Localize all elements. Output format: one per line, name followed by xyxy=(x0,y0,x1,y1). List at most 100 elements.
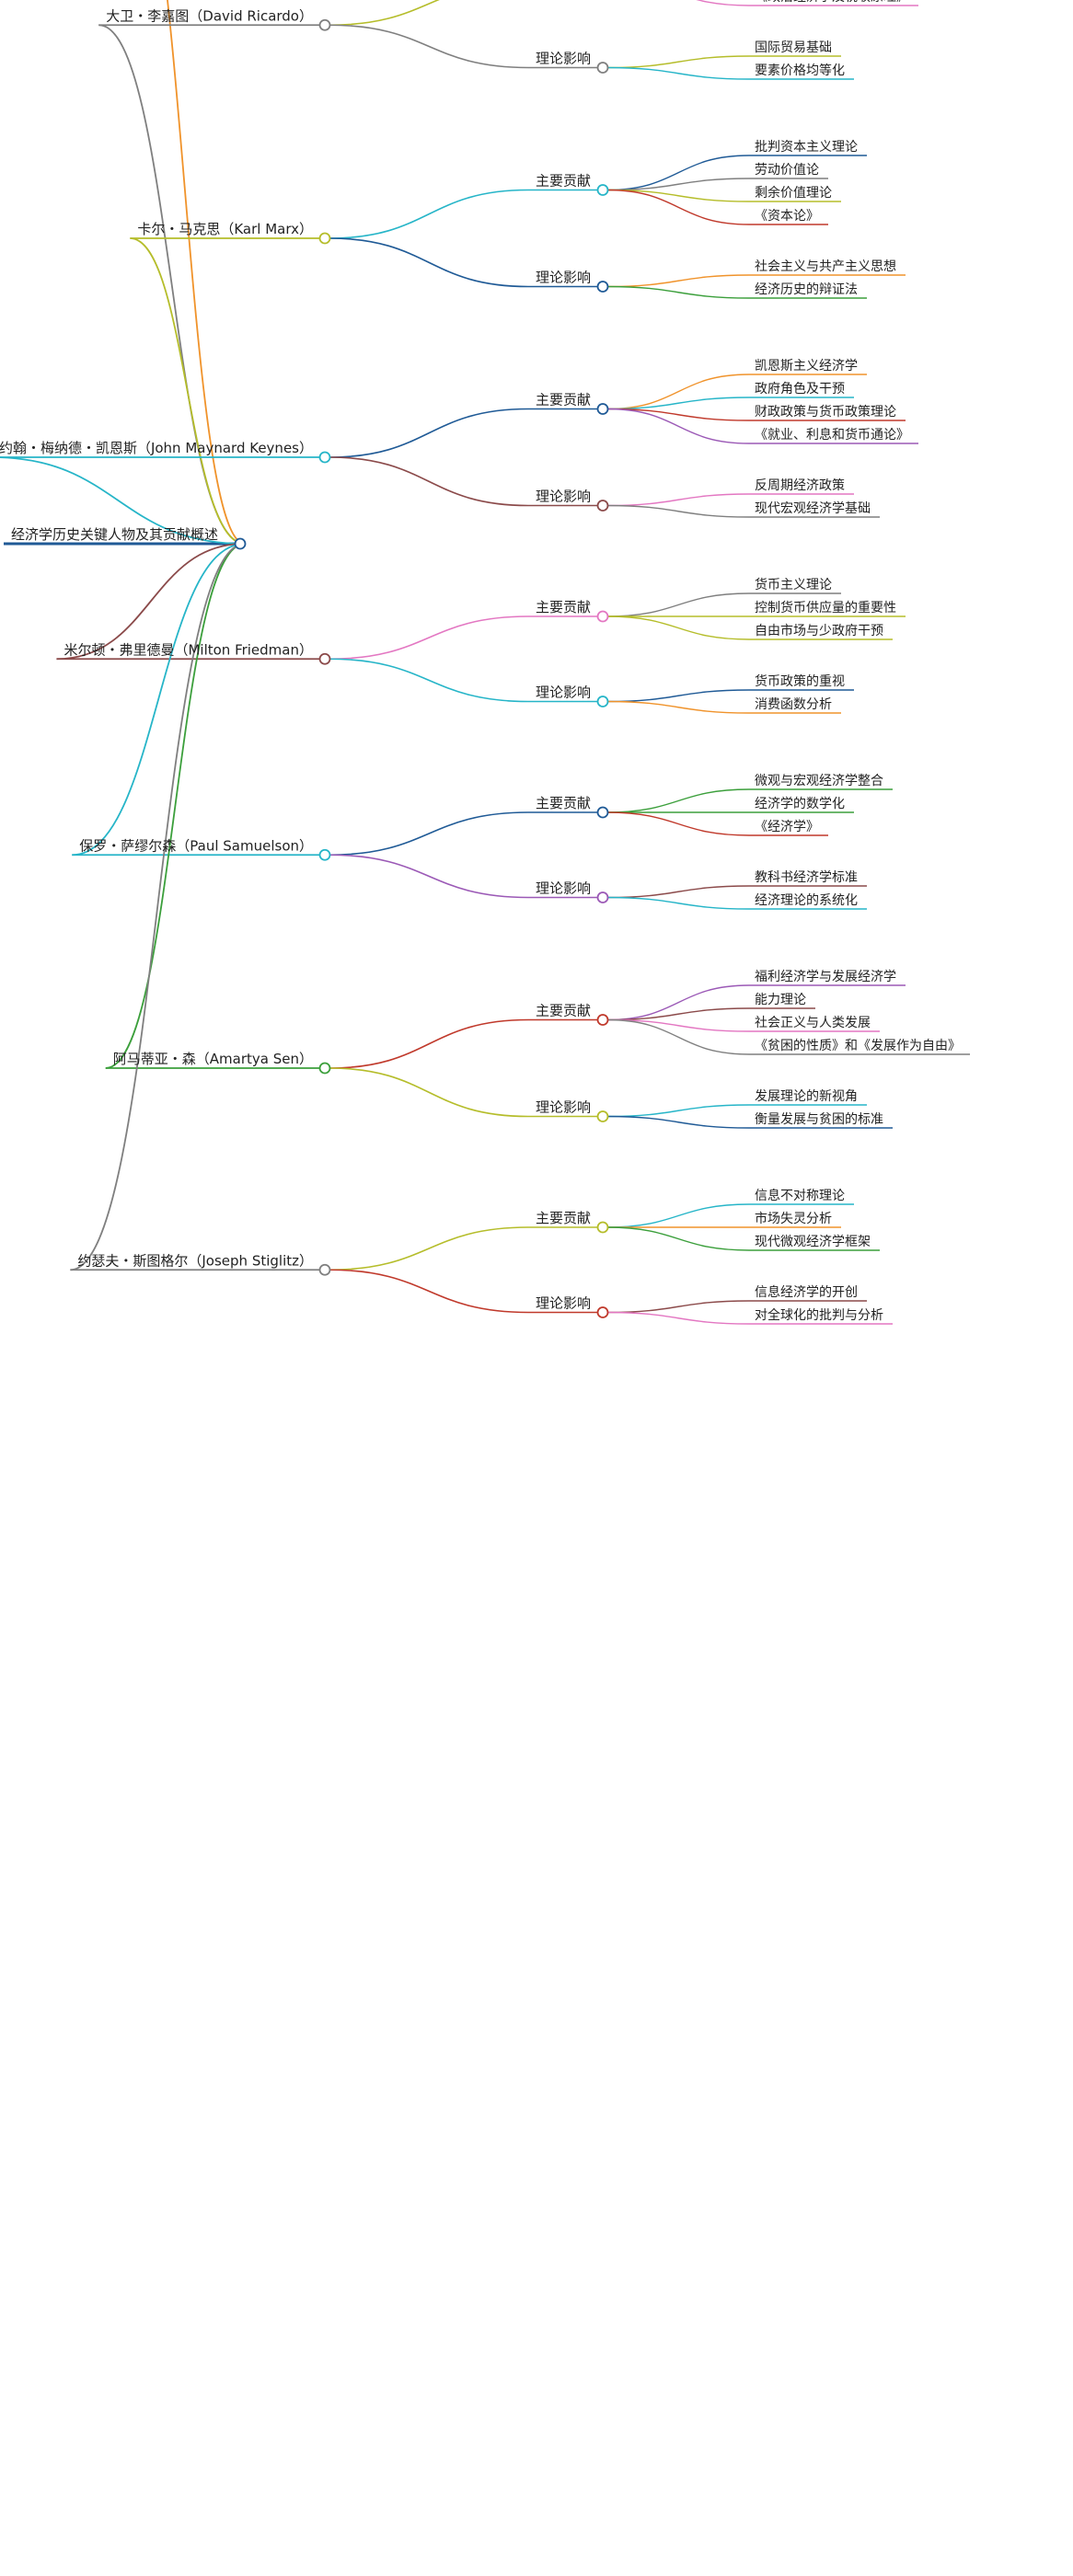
root-to-economist-edge xyxy=(0,456,246,545)
category-node-dot[interactable] xyxy=(596,891,609,903)
category-to-item-edge xyxy=(606,592,750,617)
category-to-item-edge xyxy=(606,788,750,813)
category-to-item-edge xyxy=(606,155,750,191)
category-node-dot[interactable] xyxy=(596,184,609,196)
economist-to-category-edge xyxy=(329,237,528,288)
category-to-item-edge xyxy=(606,504,750,518)
category-to-item-edge xyxy=(606,408,750,421)
root-to-economist-edge xyxy=(56,543,246,661)
contribution-item: 《经济学》 xyxy=(755,820,819,834)
category-label: 理论影响 xyxy=(536,1099,591,1116)
category-to-item-edge xyxy=(606,1203,750,1228)
category-to-item-edge xyxy=(606,1311,750,1325)
root-to-economist-edge xyxy=(70,543,246,1271)
contribution-item: 经济历史的辩证法 xyxy=(755,282,858,297)
category-to-item-edge xyxy=(606,885,750,899)
category-to-item-edge xyxy=(606,984,750,1021)
contribution-item: 货币政策的重视 xyxy=(755,673,845,689)
category-to-item-edge xyxy=(606,189,750,225)
economist-to-category-edge xyxy=(329,1226,528,1271)
contribution-item: 福利经济学与发展经济学 xyxy=(755,970,896,984)
economist-to-category-edge xyxy=(329,854,528,899)
contribution-item: 货币主义理论 xyxy=(755,577,832,592)
economist-node-dot[interactable] xyxy=(318,1263,331,1276)
root-node-dot[interactable] xyxy=(234,537,247,550)
contribution-item: 《就业、利息和货币通论》 xyxy=(755,427,909,443)
contribution-item: 经济学的数学化 xyxy=(755,797,845,811)
category-node-dot[interactable] xyxy=(596,62,609,74)
economist-node-dot[interactable] xyxy=(318,18,331,31)
contribution-item: 衡量发展与贫困的标准 xyxy=(755,1112,883,1127)
contribution-item: 《贫困的性质》和《发展作为自由》 xyxy=(755,1039,961,1053)
root-to-economist-edge xyxy=(98,24,246,545)
economist-to-category-edge xyxy=(329,24,528,69)
contribution-item: 《政治经济学及税收原理》 xyxy=(755,0,909,5)
contribution-item: 国际贸易基础 xyxy=(755,40,832,55)
contribution-item: 政府角色及干预 xyxy=(755,381,845,397)
economist-name: 约瑟夫・斯图格尔（Joseph Stiglitz） xyxy=(77,1252,313,1269)
category-node-dot[interactable] xyxy=(596,1014,609,1026)
category-to-item-edge xyxy=(606,1007,750,1021)
economist-node-dot[interactable] xyxy=(318,848,331,861)
category-to-item-edge xyxy=(606,1018,750,1032)
category-label: 主要贡献 xyxy=(536,1210,591,1226)
mind-map-edges xyxy=(0,0,970,1325)
contribution-item: 要素价格均等化 xyxy=(755,63,845,78)
economist-to-category-edge xyxy=(329,811,528,857)
economist-to-category-edge xyxy=(329,615,528,661)
economist-to-category-edge xyxy=(329,456,528,507)
category-node-dot[interactable] xyxy=(596,1221,609,1234)
economist-node-dot[interactable] xyxy=(318,451,331,464)
category-node-dot[interactable] xyxy=(596,500,609,512)
category-to-item-edge xyxy=(606,408,750,444)
contribution-item: 社会正义与人类发展 xyxy=(755,1016,871,1030)
category-node-dot[interactable] xyxy=(596,806,609,819)
category-node-dot[interactable] xyxy=(596,696,609,707)
category-node-dot[interactable] xyxy=(596,281,609,293)
economist-node-dot[interactable] xyxy=(318,232,331,245)
category-label: 理论影响 xyxy=(536,1295,591,1312)
category-node-dot[interactable] xyxy=(596,610,609,623)
category-to-item-edge xyxy=(606,374,750,410)
category-label: 理论影响 xyxy=(536,489,591,505)
category-to-item-edge xyxy=(606,493,750,507)
economist-to-category-edge xyxy=(329,408,528,458)
category-to-item-edge xyxy=(606,1018,750,1055)
category-to-item-edge xyxy=(606,189,750,202)
economist-name: 阿马蒂亚・森（Amartya Sen） xyxy=(113,1051,313,1067)
root-to-economist-edge xyxy=(72,543,246,857)
category-label: 理论影响 xyxy=(536,270,591,286)
economist-to-category-edge xyxy=(329,189,528,239)
contribution-item: 教科书经济学标准 xyxy=(755,870,858,885)
category-to-item-edge xyxy=(606,615,750,640)
root-to-economist-edge xyxy=(105,543,246,1069)
category-to-item-edge xyxy=(606,397,750,410)
category-label: 主要贡献 xyxy=(536,599,591,615)
category-label: 理论影响 xyxy=(536,880,591,897)
contribution-item: 反周期经济政策 xyxy=(755,477,845,493)
contribution-item: 控制货币供应量的重要性 xyxy=(755,600,896,615)
root-to-economist-edge xyxy=(167,0,246,545)
economist-name: 卡尔・马克思（Karl Marx） xyxy=(137,221,313,237)
category-node-dot[interactable] xyxy=(596,1306,609,1318)
category-label: 主要贡献 xyxy=(536,795,591,811)
category-to-item-edge xyxy=(606,1115,750,1129)
category-to-item-edge xyxy=(606,274,750,288)
economist-node-dot[interactable] xyxy=(318,1062,331,1075)
contribution-item: 凯恩斯主义经济学 xyxy=(755,359,858,374)
category-to-item-edge xyxy=(606,1104,750,1118)
contribution-item: 现代宏观经济学基础 xyxy=(755,500,871,516)
economist-node-dot[interactable] xyxy=(318,652,331,665)
contribution-item: 市场失灵分析 xyxy=(755,1211,832,1226)
category-node-dot[interactable] xyxy=(596,403,609,415)
category-to-item-edge xyxy=(606,811,750,836)
contribution-item: 财政政策与货币政策理论 xyxy=(755,404,896,420)
category-to-item-edge xyxy=(606,896,750,910)
economist-to-category-edge xyxy=(329,658,528,703)
category-node-dot[interactable] xyxy=(596,1110,609,1122)
category-to-item-edge xyxy=(606,1300,750,1314)
category-to-item-edge xyxy=(606,66,750,80)
category-label: 主要贡献 xyxy=(536,173,591,190)
contribution-item: 现代微观经济学框架 xyxy=(755,1235,871,1249)
